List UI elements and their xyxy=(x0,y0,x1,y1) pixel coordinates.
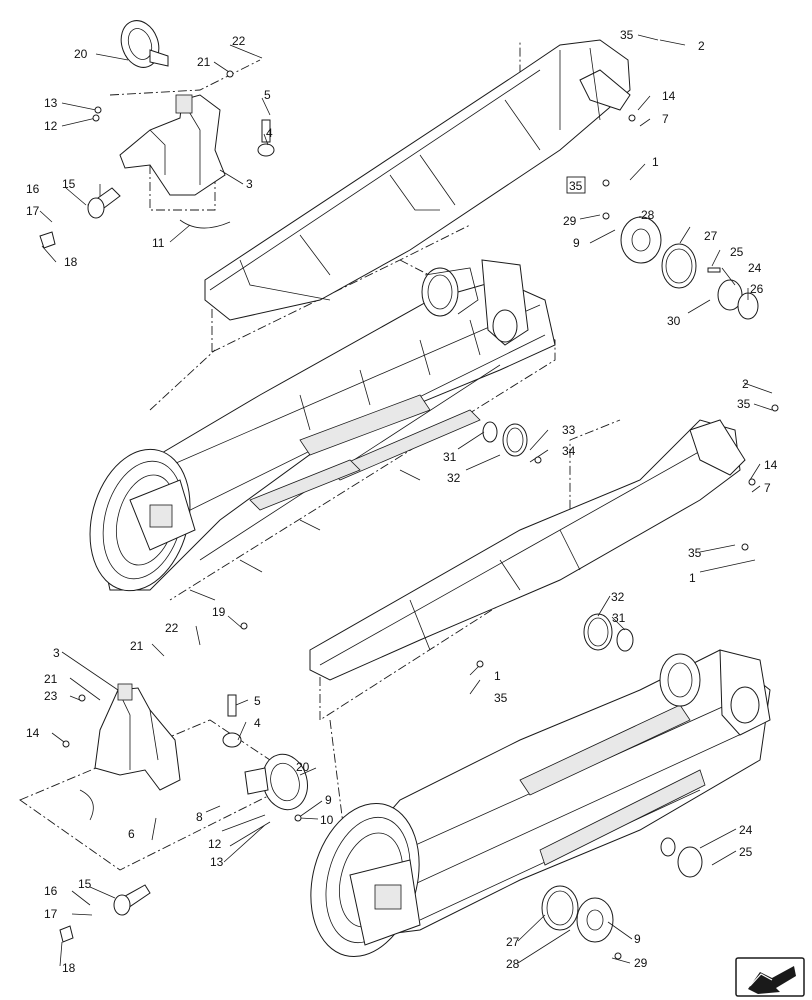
callout-14-c[interactable]: 14 xyxy=(26,726,40,740)
callout-12-b[interactable]: 12 xyxy=(208,837,222,851)
callout-24-b[interactable]: 24 xyxy=(739,823,753,837)
callout-27[interactable]: 27 xyxy=(704,229,718,243)
callout-11[interactable]: 11 xyxy=(152,236,165,250)
callout-14[interactable]: 14 xyxy=(662,89,676,103)
callout-17-b[interactable]: 17 xyxy=(44,907,58,921)
callout-5-b[interactable]: 5 xyxy=(254,694,261,708)
callout-25-b[interactable]: 25 xyxy=(739,845,753,859)
callout-9-b[interactable]: 9 xyxy=(325,793,332,807)
callout-13-b[interactable]: 13 xyxy=(210,855,224,869)
callout-9[interactable]: 9 xyxy=(573,236,580,250)
callout-20-b[interactable]: 20 xyxy=(296,760,310,774)
lower-track-frame xyxy=(19,419,771,958)
callout-12[interactable]: 12 xyxy=(44,119,58,133)
upper-end-plates xyxy=(482,216,759,457)
callout-30[interactable]: 30 xyxy=(667,314,681,328)
callout-28[interactable]: 28 xyxy=(641,208,655,222)
callout-35-b[interactable]: 35 xyxy=(737,397,751,411)
callout-29[interactable]: 29 xyxy=(563,214,577,228)
callout-labels: 20 22 21 13 12 5 4 3 16 15 17 18 11 35 2… xyxy=(26,28,778,975)
callout-7[interactable]: 7 xyxy=(662,112,669,126)
callout-22-b[interactable]: 22 xyxy=(165,621,179,635)
callout-4-b[interactable]: 4 xyxy=(254,716,261,730)
callout-16-b[interactable]: 16 xyxy=(44,884,58,898)
callout-35-box-frame xyxy=(566,176,586,194)
callout-21[interactable]: 21 xyxy=(197,55,211,69)
callout-3[interactable]: 3 xyxy=(246,177,253,191)
callout-21-c[interactable]: 21 xyxy=(44,672,58,686)
callout-35-boxed[interactable]: 35 xyxy=(569,179,583,193)
callout-35-c[interactable]: 35 xyxy=(688,546,702,560)
callout-16[interactable]: 16 xyxy=(26,182,40,196)
callout-33[interactable]: 33 xyxy=(562,423,576,437)
callout-19[interactable]: 19 xyxy=(212,605,226,619)
callout-32[interactable]: 32 xyxy=(447,471,461,485)
callout-14-b[interactable]: 14 xyxy=(764,458,778,472)
upper-bracket-assembly xyxy=(39,20,275,249)
callout-20[interactable]: 20 xyxy=(74,47,88,61)
lower-bracket-assembly xyxy=(59,613,703,943)
callout-5[interactable]: 5 xyxy=(264,88,271,102)
callout-13[interactable]: 13 xyxy=(44,96,58,110)
callout-29-b[interactable]: 29 xyxy=(634,956,648,970)
callout-15[interactable]: 15 xyxy=(62,177,76,191)
callout-9-c[interactable]: 9 xyxy=(634,932,641,946)
callout-7-b[interactable]: 7 xyxy=(764,481,771,495)
upper-track-frame xyxy=(89,39,631,601)
fasteners xyxy=(62,70,779,960)
callout-26[interactable]: 26 xyxy=(750,282,764,296)
callout-32-b[interactable]: 32 xyxy=(611,590,625,604)
callout-1-c[interactable]: 1 xyxy=(494,669,501,683)
callout-22[interactable]: 22 xyxy=(232,34,246,48)
callout-18[interactable]: 18 xyxy=(64,255,78,269)
callout-27-b[interactable]: 27 xyxy=(506,935,520,949)
callout-34[interactable]: 34 xyxy=(562,444,576,458)
callout-2-b[interactable]: 2 xyxy=(742,377,749,391)
callout-28-b[interactable]: 28 xyxy=(506,957,520,971)
callout-2[interactable]: 2 xyxy=(698,39,705,53)
callout-21-b[interactable]: 21 xyxy=(130,639,144,653)
callout-25[interactable]: 25 xyxy=(730,245,744,259)
callout-1-b[interactable]: 1 xyxy=(689,571,696,585)
callout-31[interactable]: 31 xyxy=(443,450,457,464)
callout-10[interactable]: 10 xyxy=(320,813,334,827)
callout-1[interactable]: 1 xyxy=(652,155,659,169)
callout-31-b[interactable]: 31 xyxy=(612,611,626,625)
callout-23[interactable]: 23 xyxy=(44,689,58,703)
callout-35[interactable]: 35 xyxy=(620,28,634,42)
callout-17[interactable]: 17 xyxy=(26,204,40,218)
navigation-arrow-icon[interactable] xyxy=(735,957,805,997)
callout-15-b[interactable]: 15 xyxy=(78,877,92,891)
callout-8[interactable]: 8 xyxy=(196,810,203,824)
callout-35-d[interactable]: 35 xyxy=(494,691,508,705)
callout-24[interactable]: 24 xyxy=(748,261,762,275)
callout-4[interactable]: 4 xyxy=(266,126,273,140)
callout-18-b[interactable]: 18 xyxy=(62,961,76,975)
callout-leaders xyxy=(39,34,773,967)
callout-6[interactable]: 6 xyxy=(128,827,135,841)
callout-3-b[interactable]: 3 xyxy=(53,646,60,660)
